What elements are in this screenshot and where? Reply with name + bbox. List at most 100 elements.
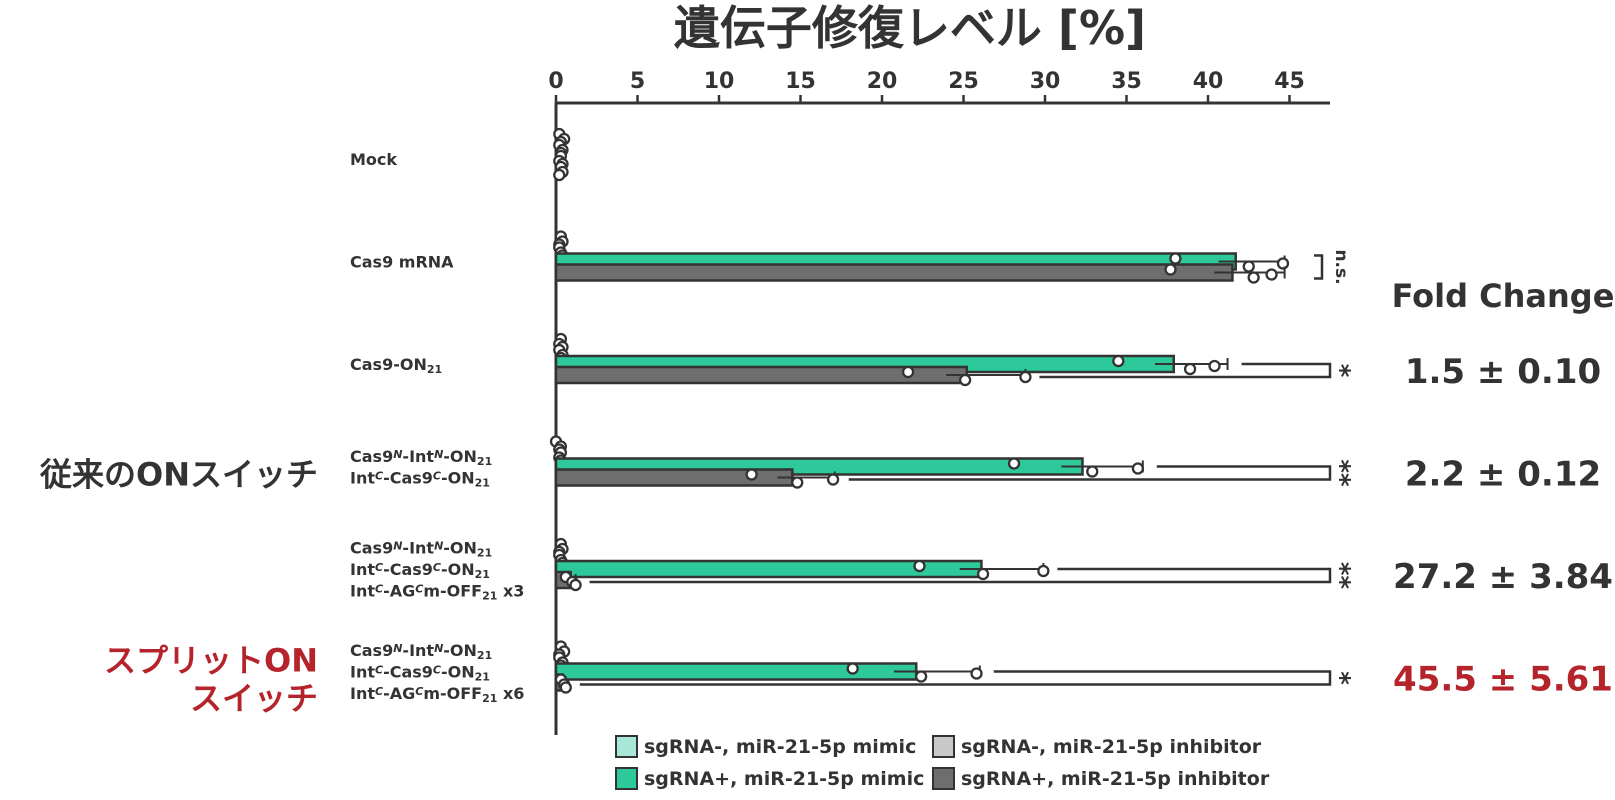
legend-item: sgRNA-, miR-21-5p inhibitor [932,735,1262,758]
row-label-segment: Int [350,560,375,579]
x-tick-label: 40 [1193,69,1224,94]
data-point [1183,362,1197,376]
significance-label: ** [1325,562,1355,590]
x-tick-label: 5 [630,69,645,94]
row-label: IntC-Cas9C-ON21 [350,468,490,489]
fold-change-title: Fold Change [1392,277,1615,315]
significance-bracket [1039,362,1332,379]
bar-group: ** [549,435,1355,489]
row-label-segment: Int [350,663,375,682]
group-label: 従来のONスイッチ [39,456,318,494]
row-label-segment: x3 [497,582,524,601]
row-label-segment: Cas9-ON [350,355,427,374]
significance-bracket [589,567,1332,584]
row-label-segment: -ON [443,539,477,558]
row-label-segment: Mock [350,150,397,169]
row-label-segment: N [393,447,402,460]
row-label-segment: C [375,561,383,574]
row-label-segment: N [393,642,402,655]
x-tick-label: 0 [548,69,563,94]
data-point [1131,462,1145,475]
legend-item: sgRNA-, miR-21-5p mimic [615,735,916,758]
data-point [1007,457,1021,470]
significance-label: ** [1325,459,1355,487]
row-label: IntC-Cas9C-ON21 [350,663,490,684]
fold-change-value: 27.2 ± 3.84 [1393,557,1613,597]
row-label-segment: -Cas9 [383,560,433,579]
legend-item: sgRNA+, miR-21-5p inhibitor [932,767,1270,790]
row-label: IntC-AGCm-OFF21 x6 [350,684,524,705]
row-label-segment: 21 [482,692,497,705]
bar-group: ** [553,537,1355,592]
legend-item: sgRNA+, miR-21-5p mimic [615,767,924,790]
x-tick-label: 35 [1111,69,1142,94]
row-label-segment: -ON [443,641,477,660]
x-tick-label: 25 [948,69,979,94]
row-label-segment: Cas9 [350,539,393,558]
data-point [1019,370,1032,384]
data-point [553,168,566,182]
data-point [976,567,990,581]
data-point [1164,263,1177,276]
data-point [914,670,928,683]
x-tick-label: 15 [785,69,816,94]
row-label-segment: N [434,447,443,460]
group-label: スイッチ [190,680,318,718]
bar-group: * [553,332,1355,387]
row-label: Mock [350,150,397,169]
bar-groups: n.s.****** [549,127,1355,694]
row-label-segment: -ON [443,447,477,466]
fold-change-value: 2.2 ± 0.12 [1405,455,1601,495]
row-label-segment: Int [350,468,375,487]
row-label-segment: N [393,539,402,552]
data-point [1086,465,1099,478]
row-label-segment: -Cas9 [383,468,433,487]
significance-label: * [1325,364,1355,378]
x-tick-label: 45 [1274,69,1305,94]
row-label-segment: C [433,561,441,574]
bar-group [553,127,571,182]
row-label: Cas9N-IntN-ON21 [350,641,492,662]
row-label-segment: 21 [427,363,442,376]
data-point [901,365,915,379]
row-label-segment: -Cas9 [383,663,433,682]
row-label: Cas9N-IntN-ON21 [350,447,492,468]
data-point [1265,268,1278,281]
bar [554,662,918,681]
data-point [569,578,582,592]
data-point [913,559,926,573]
data-point [958,373,972,387]
row-label-segment: m-OFF [423,582,482,601]
data-point [1112,354,1125,368]
legend-label: sgRNA-, miR-21-5p mimic [644,736,916,758]
legend-swatch [932,735,955,758]
row-label-segment: C [375,663,383,676]
row-label-segment: -AG [383,684,415,703]
data-point [791,476,804,489]
row-label: IntC-AGCm-OFF21 x3 [350,582,524,603]
row-label-segment: -AG [383,582,415,601]
legend-swatch [615,767,638,790]
legend-swatch [615,735,638,758]
row-label: Cas9-ON21 [350,355,442,376]
row-label-segment: 21 [482,590,497,603]
row-label-segment: Cas9 [350,641,393,660]
row-label-segment: C [433,663,441,676]
data-point [846,662,859,675]
data-point [1247,271,1260,284]
significance-bracket [848,465,1332,481]
data-point [1276,257,1290,270]
significance-label: n.s. [1331,249,1351,284]
fold-change-column: Fold Change 1.5 ± 0.10 2.2 ± 0.12 27.2 ± 3… [1392,277,1615,700]
row-label-segment: Int [350,582,375,601]
legend-label: sgRNA+, miR-21-5p inhibitor [961,768,1270,790]
row-label-segment: -Int [402,447,434,466]
group-label: スプリットON [104,642,318,680]
fold-change-value: 1.5 ± 0.10 [1405,352,1601,392]
row-label: IntC-Cas9C-ON21 [350,560,490,581]
row-label-segment: C [433,469,441,482]
row-label-segment: C [375,582,383,595]
row-label-segment: x6 [497,684,524,703]
